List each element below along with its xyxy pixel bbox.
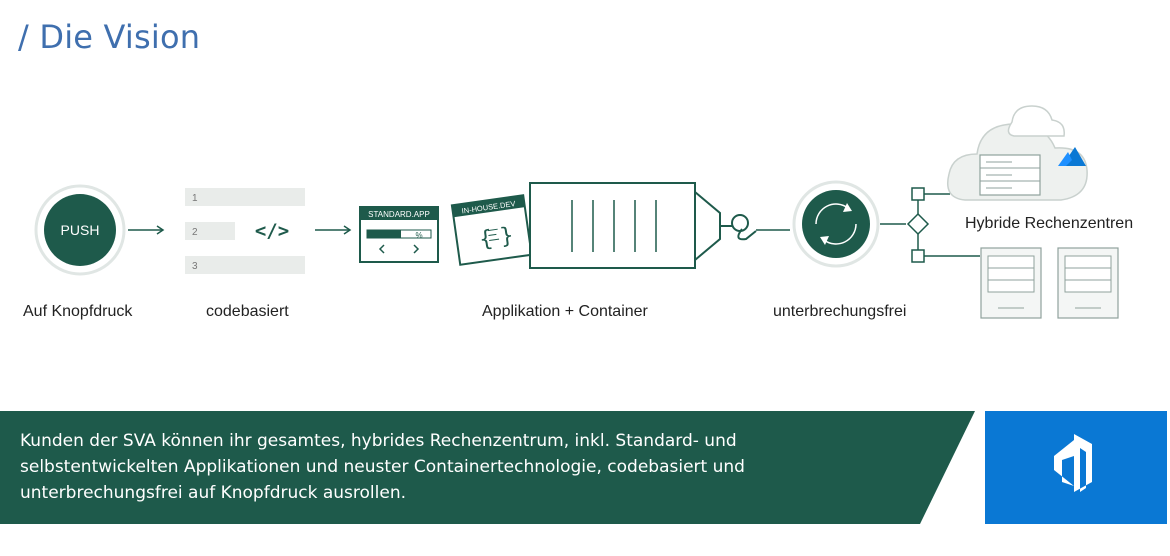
server-rack-icon [980, 247, 1042, 319]
azure-devops-logo-icon [1054, 434, 1092, 492]
summary-banner [0, 411, 975, 524]
server-rack-icon [1057, 247, 1119, 319]
standard-app-icon: STANDARD.APP % [359, 206, 439, 263]
push-step-label: Auf Knopfdruck [23, 303, 133, 320]
push-button-label: PUSH [61, 222, 100, 238]
code-symbol: </> [255, 220, 289, 242]
azure-logo-icon [1058, 147, 1086, 166]
svg-text:{: { [477, 226, 494, 253]
inhouse-dev-icon: IN-HOUSE.DEV { } [450, 194, 533, 266]
standard-app-label: STANDARD.APP [368, 210, 430, 219]
code-line-number: 1 [192, 193, 198, 204]
arrow-icon [315, 225, 352, 235]
svg-text:}: } [498, 223, 515, 250]
code-editor-icon: 1 2 3 </> [185, 188, 305, 274]
continuous-cycle-icon [792, 180, 880, 268]
percent-symbol: % [415, 231, 422, 240]
hybrid-step-label: Hybride Rechenzentren [965, 215, 1134, 232]
cloud-icon [947, 105, 1088, 201]
code-step-label: codebasiert [206, 303, 289, 320]
continuous-step-label: unterbrechungsfrei [773, 303, 907, 320]
code-line-number: 2 [192, 227, 198, 238]
summary-text: Kunden der SVA können ihr gesamtes, hybr… [20, 431, 745, 503]
page-title: / Die Vision [18, 18, 201, 56]
container-icon [529, 182, 790, 269]
app-step-label: Applikation + Container [482, 303, 648, 320]
code-line-number: 3 [192, 261, 198, 272]
push-button[interactable]: PUSH [34, 184, 126, 276]
arrow-icon [128, 225, 165, 235]
connector-icon [880, 187, 980, 263]
